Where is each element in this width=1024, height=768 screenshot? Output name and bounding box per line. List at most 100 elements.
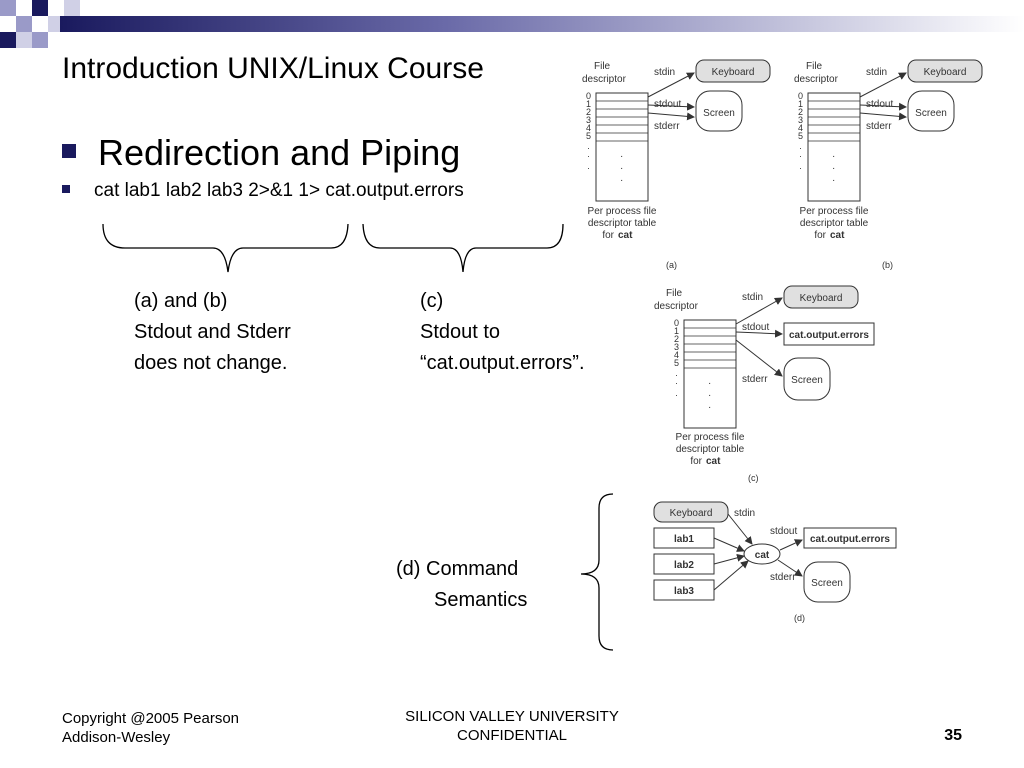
fd-label-line1: File [666,288,683,299]
svg-text:·: · [799,163,802,173]
lab2-label: lab2 [674,560,694,571]
output-file-box [803,527,897,549]
caption-line3: for [814,230,826,241]
keyboard-box [653,501,729,523]
svg-text:5: 5 [674,358,679,368]
panel-d: Keyboard stdin lab1 lab2 lab3 cat cat.ou… [653,501,897,623]
lab1-label: lab1 [674,534,694,545]
panel-c: File descriptor 01 23 45 ··· ··· stdin s… [654,285,875,483]
screen-box [907,90,955,132]
svg-text:4: 4 [586,123,591,133]
stdout-label: stdout [742,322,769,333]
panel-label-c: (c) [748,473,759,483]
stdin-label: stdin [654,67,675,78]
caption-line2: descriptor table [800,218,869,229]
caption-cat: cat [706,456,721,467]
svg-text:·: · [708,402,711,413]
svg-text:·: · [675,378,678,388]
command-braces [102,223,564,273]
fd-label-line2: descriptor [654,301,699,312]
keyboard-label: Keyboard [800,293,843,304]
stdin-label: stdin [866,67,887,78]
svg-text:·: · [832,163,835,174]
bullet-square-icon [62,144,76,159]
fd-label-line1: File [594,61,611,72]
stdout-label: stdout [770,526,797,537]
svg-text:·: · [832,151,835,162]
fd-label-line2: descriptor [794,74,839,85]
note-c-line3: “cat.output.errors”. [420,352,585,374]
bullet-main: Redirection and Piping [62,132,460,174]
svg-text:2: 2 [586,107,591,117]
brace-d [580,493,614,651]
panel-label-a: (a) [666,260,677,270]
svg-text:3: 3 [798,115,803,125]
svg-text:·: · [675,370,678,380]
screen-box [783,357,831,401]
stderr-label: stderr [770,572,796,583]
panel-label-d: (d) [794,613,805,623]
svg-text:2: 2 [798,107,803,117]
bullet-main-text: Redirection and Piping [98,132,461,173]
svg-text:·: · [799,151,802,161]
svg-text:3: 3 [674,342,679,352]
command-text: cat lab1 lab2 lab3 2>&1 1> cat.output.er… [94,180,464,201]
fd-table [807,92,861,202]
stderr-label: stderr [866,121,892,132]
fd-label-line2: descriptor [582,74,627,85]
stdin-label: stdin [734,508,755,519]
bullet-sub: cat lab1 lab2 lab3 2>&1 1> cat.output.er… [62,180,464,202]
footer-center-line2: CONFIDENTIAL [456,727,567,744]
svg-text:2: 2 [674,334,679,344]
svg-text:·: · [832,175,835,186]
copyright-line2: Addison-Wesley [62,729,171,746]
lab3-label: lab3 [674,586,694,597]
header-decoration [0,0,80,48]
note-ab-line3: does not change. [134,352,288,374]
keyboard-label: Keyboard [712,67,755,78]
panel-b: File descriptor 01 23 45 ··· ··· stdin s… [794,59,983,270]
note-d-line2: Semantics [434,589,528,611]
svg-text:0: 0 [586,91,591,101]
svg-text:4: 4 [798,123,803,133]
fd-numbers: 01 23 45 ··· [674,318,679,400]
svg-text:1: 1 [674,326,679,336]
fd-numbers: 01 23 45 ··· [798,91,803,173]
svg-text:4: 4 [674,350,679,360]
note-ab-line2: Stdout and Stderr [134,321,291,343]
stdout-label: stdout [654,99,681,110]
svg-text:·: · [708,390,711,401]
fd-numbers: 01 23 45 ··· [586,91,591,173]
cat-label: cat [755,550,770,561]
svg-text:5: 5 [586,131,591,141]
stdout-label: stdout [866,99,893,110]
screen-box [695,90,743,132]
svg-text:1: 1 [586,99,591,109]
svg-text:0: 0 [674,318,679,328]
footer-copyright: Copyright @2005 Pearson Addison-Wesley [62,709,239,747]
svg-text:0: 0 [798,91,803,101]
keyboard-box [783,285,859,309]
note-c-line1: (c) [420,290,444,312]
svg-text:·: · [587,151,590,161]
panel-a: File descriptor 01 23 45 ··· ··· stdin s… [582,59,771,270]
stderr-label: stderr [742,374,768,385]
svg-text:·: · [675,390,678,400]
caption-cat: cat [618,230,633,241]
output-file-box [783,322,875,346]
note-ab: (a) and (b) Stdout and Stderr does not c… [134,286,291,379]
keyboard-label: Keyboard [670,508,713,519]
caption-line3: for [602,230,614,241]
keyboard-box [907,59,983,83]
screen-box [803,561,851,603]
svg-text:·: · [799,143,802,153]
caption-line1: Per process file [800,206,869,217]
svg-text:·: · [708,378,711,389]
screen-label: Screen [811,578,843,589]
screen-label: Screen [703,108,735,119]
bullet-square-icon [62,184,70,193]
svg-text:·: · [587,163,590,173]
copyright-line1: Copyright @2005 Pearson [62,710,239,727]
slide-title: Introduction UNIX/Linux Course [62,52,484,85]
caption-cat: cat [830,230,845,241]
